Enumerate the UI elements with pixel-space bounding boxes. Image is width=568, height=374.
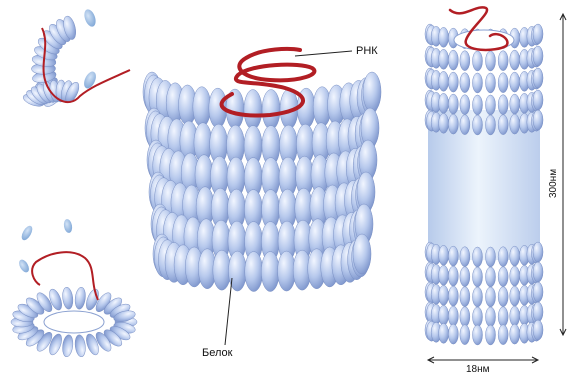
protein-subunit [510,94,520,114]
protein-subunit [533,68,543,88]
protein-subunit [460,247,470,267]
protein-subunit [448,286,458,306]
protein-subunit [533,320,543,340]
protein-subunit [486,51,496,71]
protein-subunit [472,307,482,327]
protein-subunit [498,287,508,307]
protein-subunit [486,287,496,307]
protein-subunit [74,334,87,357]
protein-subunit [460,267,470,287]
protein-subunit [262,90,280,130]
protein-subunit [533,262,543,282]
protein-subunit [61,334,74,357]
protein-subunit [510,266,520,286]
protein-subunit [510,286,520,306]
protein-subunit [510,114,520,134]
protein-subunit [448,114,458,134]
protein-subunit [244,90,262,130]
protein-subunit [510,306,520,326]
protein-subunit [472,325,482,345]
protein-subunit [439,265,449,285]
protein-subunit [278,251,296,291]
protein-subunit [448,50,458,70]
protein-subunit [486,267,496,287]
protein-subunit [439,305,449,325]
protein-subunit [448,72,458,92]
protein-subunit [460,287,470,307]
protein-subunit [486,307,496,327]
protein-subunit [498,325,508,345]
protein-subunit [472,51,482,71]
protein-subunit [363,72,381,112]
protein-subunit [533,302,543,322]
protein-subunit [486,247,496,267]
protein-subunit [439,113,449,133]
protein-subunit [61,287,74,310]
protein-subunit [472,247,482,267]
protein-subunit [533,110,543,130]
protein-subunit [460,51,470,71]
protein-subunit [460,95,470,115]
protein-subunit [510,72,520,92]
protein-subunit [439,93,449,113]
protein-subunit [460,73,470,93]
protein-subunit [460,325,470,345]
protein-subunit [486,73,496,93]
protein-subunit [460,307,470,327]
protein-subunit [498,115,508,135]
protein-subunit [472,95,482,115]
protein-subunit [498,51,508,71]
protein-subunit [533,24,543,44]
protein-subunit [448,266,458,286]
protein-subunit [486,115,496,135]
protein-subunit [439,245,449,265]
protein-subunit [448,324,458,344]
label-length: 300нм [548,169,559,198]
protein-subunit [353,234,371,274]
label-diameter: 18нм [466,364,490,374]
protein-subunit [510,246,520,266]
protein-subunit [439,285,449,305]
protein-subunit [498,73,508,93]
protein-subunit [439,49,449,69]
protein-subunit [472,267,482,287]
protein-subunit [498,267,508,287]
label-protein: Белок [202,347,233,359]
protein-disk [11,287,137,358]
protein-subunit [448,94,458,114]
protein-subunit [498,307,508,327]
protein-subunit [213,250,231,290]
protein-subunit [472,73,482,93]
protein-subunit [448,306,458,326]
protein-subunit [498,247,508,267]
protein-subunit [472,115,482,135]
protein-subunit [472,287,482,307]
disk-hole [44,311,104,333]
protein-subunit [245,252,263,292]
protein-subunit [486,325,496,345]
assembling-protein-arc [22,15,82,110]
label-rna: РНК [356,45,378,57]
protein-subunit [460,115,470,135]
protein-subunit [439,323,449,343]
protein-subunit [533,90,543,110]
protein-subunit [510,324,520,344]
protein-subunit [74,287,87,310]
protein-subunit [439,27,449,47]
protein-subunit [533,46,543,66]
virion-rod [425,24,543,345]
protein-subunit [510,50,520,70]
helical-capsid-segment [143,72,381,292]
protein-subunit [533,282,543,302]
protein-subunit [486,95,496,115]
protein-subunit [439,71,449,91]
protein-subunit [448,246,458,266]
protein-subunit [261,252,279,292]
protein-subunit [498,95,508,115]
protein-subunit [533,242,543,262]
protein-subunit [193,87,211,127]
